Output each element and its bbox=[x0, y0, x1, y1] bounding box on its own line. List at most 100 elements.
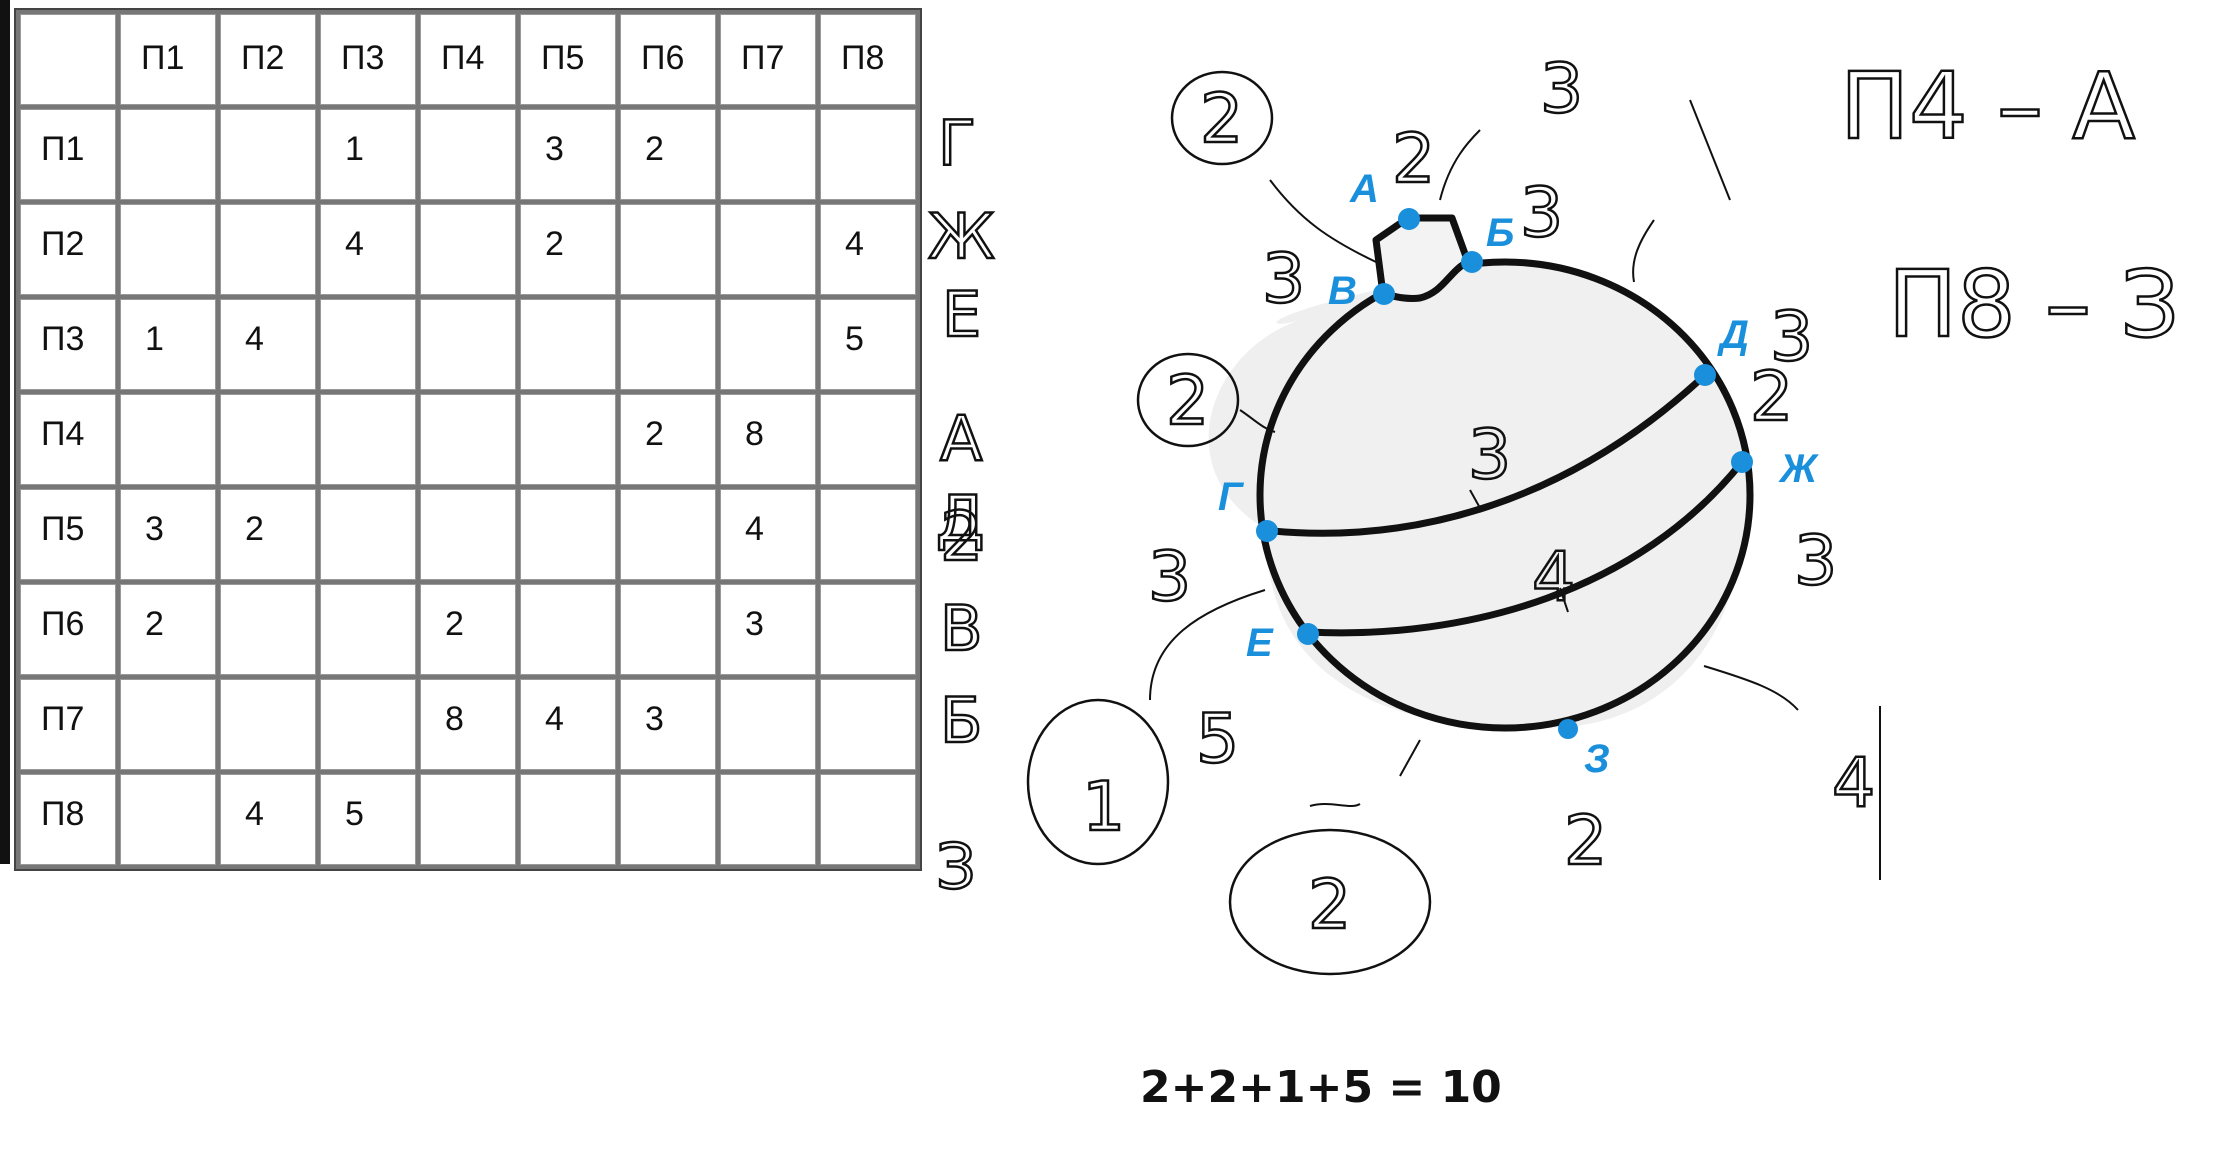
row-header: П8 bbox=[20, 774, 116, 865]
table-cell bbox=[520, 584, 616, 675]
column-header: П4 bbox=[420, 14, 516, 105]
point-labels: А Б В Д Ж Г Е З bbox=[1218, 167, 1819, 781]
table-cell bbox=[220, 679, 316, 770]
handwritten-column-letters: Г Ж Е А Д В Б З bbox=[927, 106, 996, 905]
table-cell: 3 bbox=[520, 109, 616, 200]
answer-line: П8 – З bbox=[1888, 251, 2179, 358]
table-cell: 4 bbox=[220, 299, 316, 390]
row-header: П6 bbox=[20, 584, 116, 675]
table-cell bbox=[420, 394, 516, 485]
table-cell: 4 bbox=[520, 679, 616, 770]
table-cell bbox=[420, 774, 516, 865]
edge-weight: 3 bbox=[1262, 240, 1305, 319]
table-cell bbox=[620, 489, 716, 580]
edge-weight: 2 bbox=[1200, 80, 1243, 159]
diagram-points bbox=[1256, 208, 1753, 739]
table-cell bbox=[120, 774, 216, 865]
table-cell bbox=[120, 109, 216, 200]
table-cell bbox=[220, 109, 316, 200]
point-label-zh: Ж bbox=[1778, 447, 1819, 491]
hand-letter: В bbox=[940, 592, 983, 665]
edge-weight: 2 bbox=[1166, 362, 1209, 441]
table-cell bbox=[520, 394, 616, 485]
handwritten-answers: П4 – А П8 – З bbox=[1839, 52, 2181, 360]
point-a-dot bbox=[1398, 208, 1420, 230]
column-header: П5 bbox=[520, 14, 616, 105]
row-header: П7 bbox=[20, 679, 116, 770]
point-label-g: Г bbox=[1218, 475, 1245, 519]
point-v-dot bbox=[1373, 283, 1395, 305]
table-cell bbox=[720, 204, 816, 295]
hand-letter: Б bbox=[940, 684, 983, 757]
column-header: П3 bbox=[320, 14, 416, 105]
row-header: П4 bbox=[20, 394, 116, 485]
edge-weight: 2 bbox=[1308, 866, 1351, 945]
handwritten-edge-weights: 2 3 3 3 2 2 3 3 4 3 3 1 5 2 4 2 2 2 bbox=[939, 49, 1881, 976]
table-cell bbox=[320, 299, 416, 390]
column-header: П7 bbox=[720, 14, 816, 105]
row-header: П2 bbox=[20, 204, 116, 295]
hand-letter: Ж bbox=[928, 200, 995, 273]
table-cell: 4 bbox=[220, 774, 316, 865]
table-cell: 3 bbox=[620, 679, 716, 770]
table-cell bbox=[120, 394, 216, 485]
table-cell bbox=[220, 204, 316, 295]
column-header: П1 bbox=[120, 14, 216, 105]
point-zh-dot bbox=[1731, 451, 1753, 473]
table-cell bbox=[820, 774, 916, 865]
answer-line: П4 – А bbox=[1840, 53, 2135, 160]
edge-weight: 3 bbox=[1540, 50, 1583, 129]
table-cell bbox=[120, 204, 216, 295]
table-cell: 8 bbox=[720, 394, 816, 485]
table-cell: 1 bbox=[320, 109, 416, 200]
edge-weight: 2 bbox=[940, 498, 983, 577]
hand-letter: З bbox=[936, 830, 976, 903]
table-cell bbox=[520, 774, 616, 865]
table-cell bbox=[520, 299, 616, 390]
edge-weight: 3 bbox=[1148, 538, 1191, 617]
edge-weight: 4 bbox=[1832, 744, 1875, 823]
edge-weight: 2 bbox=[1392, 120, 1435, 199]
edge-weight: 3 bbox=[1794, 522, 1837, 601]
table-cell: 2 bbox=[520, 204, 616, 295]
table-cell bbox=[220, 394, 316, 485]
table-cell bbox=[320, 584, 416, 675]
point-label-d: Д bbox=[1717, 313, 1749, 357]
table-cell: 8 bbox=[420, 679, 516, 770]
hand-letter: Г bbox=[938, 107, 976, 180]
point-b-dot bbox=[1461, 251, 1483, 273]
hand-letter: А bbox=[940, 402, 982, 475]
row-header: П5 bbox=[20, 489, 116, 580]
table-cell bbox=[820, 109, 916, 200]
table-cell bbox=[620, 299, 716, 390]
edge-weight: 3 bbox=[1770, 298, 1813, 377]
point-label-v: В bbox=[1328, 269, 1357, 313]
column-header: П2 bbox=[220, 14, 316, 105]
left-edge-bar bbox=[0, 0, 10, 864]
table-cell bbox=[620, 774, 716, 865]
table-cell bbox=[720, 109, 816, 200]
table-cell: 3 bbox=[720, 584, 816, 675]
edge-weight: 1 bbox=[1082, 768, 1125, 847]
point-z-dot bbox=[1558, 719, 1578, 739]
edge-weight: 4 bbox=[1532, 538, 1575, 617]
table-cell bbox=[420, 299, 516, 390]
point-label-a: А bbox=[1349, 167, 1379, 211]
table-cell: 2 bbox=[620, 394, 716, 485]
point-label-e: Е bbox=[1246, 621, 1274, 665]
edge-weight: 2 bbox=[1564, 802, 1607, 881]
row-header: П3 bbox=[20, 299, 116, 390]
table-cell: 3 bbox=[120, 489, 216, 580]
table-cell bbox=[420, 204, 516, 295]
edge-weight: 5 bbox=[1196, 700, 1239, 779]
table-cell bbox=[820, 489, 916, 580]
